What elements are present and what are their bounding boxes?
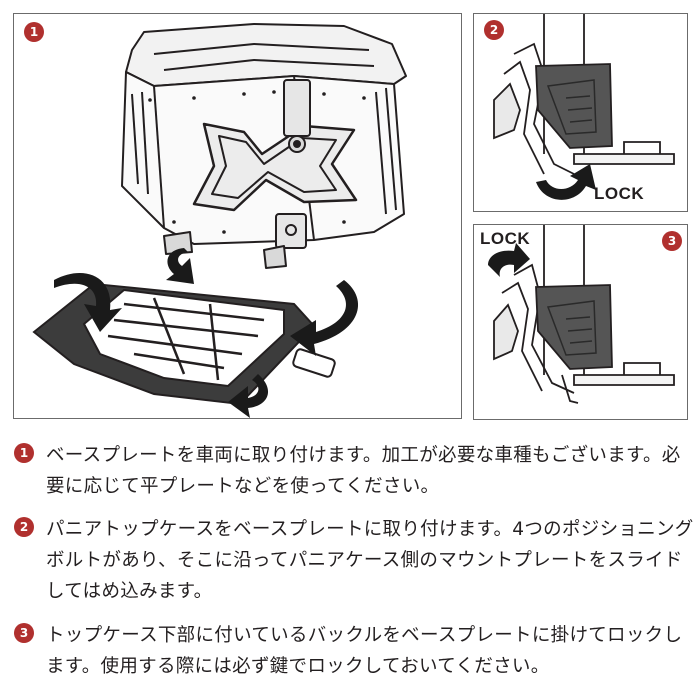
instruction-step-2: 2 パニアトップケースをベースプレートに取り付けます。4つのポジショニングボルト… bbox=[14, 514, 694, 607]
step2-badge: 2 bbox=[484, 20, 504, 40]
step3-lock-label: LOCK bbox=[480, 229, 531, 248]
step3-badge: 3 bbox=[662, 231, 682, 251]
step3-text: トップケース下部に付いているバックルをベースプレートに掛けてロックします。使用す… bbox=[46, 625, 683, 677]
step1-illustration-panel: 1 bbox=[13, 13, 462, 419]
mount-plate-side-illustration bbox=[493, 14, 675, 200]
step2-number-badge: 2 bbox=[14, 517, 34, 537]
step2-text: パニアトップケースをベースプレートに取り付けます。4つのポジショニングボルトがあ… bbox=[46, 519, 694, 602]
step2-lock-label: LOCK bbox=[594, 184, 645, 203]
step3-illustration-panel: 3 LOCK bbox=[473, 224, 688, 420]
instruction-step-1: 1 ベースプレートを車両に取り付けます。加工が必要な車種もございます。必要に応じ… bbox=[14, 440, 694, 502]
step2-illustration-panel: 2 LOCK bbox=[473, 13, 688, 212]
topcase-baseplate-illustration bbox=[32, 23, 407, 418]
step1-number-badge: 1 bbox=[14, 443, 34, 463]
buckle-lock-side-illustration bbox=[488, 225, 675, 404]
step1-badge: 1 bbox=[24, 22, 44, 42]
instruction-step-3: 3 トップケース下部に付いているバックルをベースプレートに掛けてロックします。使… bbox=[14, 620, 694, 682]
step3-number-badge: 3 bbox=[14, 623, 34, 643]
step1-text: ベースプレートを車両に取り付けます。加工が必要な車種もございます。必要に応じて平… bbox=[46, 445, 681, 497]
